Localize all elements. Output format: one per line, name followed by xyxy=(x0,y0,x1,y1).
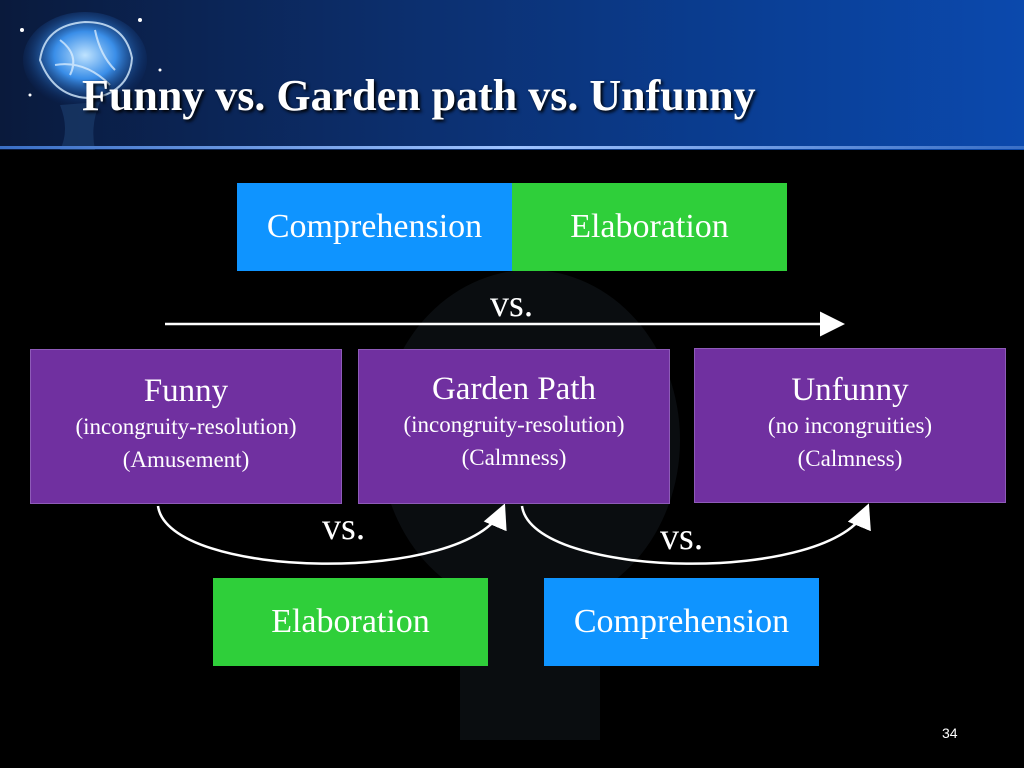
comprehension-label-bottom: Comprehension xyxy=(573,603,790,640)
slide-title: Funny vs. Garden path vs. Unfunny xyxy=(82,71,756,120)
category-box-garden-path: Garden Path (incongruity-resolution) (Ca… xyxy=(358,349,670,504)
comprehension-label-top: Comprehension xyxy=(266,208,483,245)
category-emotion: (Calmness) xyxy=(461,445,567,470)
curved-arrow-right xyxy=(520,503,871,565)
header-band xyxy=(0,0,1024,150)
category-name: Garden Path xyxy=(431,371,597,407)
category-detail: (no incongruities) xyxy=(767,413,933,438)
elaboration-box-bottom: Elaboration xyxy=(213,578,488,666)
category-box-unfunny: Unfunny (no incongruities) (Calmness) xyxy=(694,348,1006,503)
comprehension-box-bottom: Comprehension xyxy=(544,578,819,666)
vs-label-top: vs. xyxy=(490,283,534,325)
category-emotion: (Amusement) xyxy=(122,447,250,472)
elaboration-label-bottom: Elaboration xyxy=(271,603,430,640)
category-box-funny: Funny (incongruity-resolution) (Amusemen… xyxy=(30,349,342,504)
category-name: Funny xyxy=(143,373,229,409)
category-detail: (incongruity-resolution) xyxy=(75,414,297,439)
page-number: 34 xyxy=(942,725,958,741)
elaboration-label-top: Elaboration xyxy=(570,208,729,245)
category-emotion: (Calmness) xyxy=(797,446,903,471)
vs-label-left: vs. xyxy=(322,506,366,548)
category-detail: (incongruity-resolution) xyxy=(403,412,625,437)
brain-icon xyxy=(20,12,162,150)
comprehension-box-top: Comprehension xyxy=(237,183,512,271)
elaboration-box-top: Elaboration xyxy=(512,183,787,271)
category-name: Unfunny xyxy=(791,372,909,408)
header-divider xyxy=(0,146,1024,149)
curved-arrow-left xyxy=(156,503,507,565)
vs-label-right: vs. xyxy=(660,516,704,558)
